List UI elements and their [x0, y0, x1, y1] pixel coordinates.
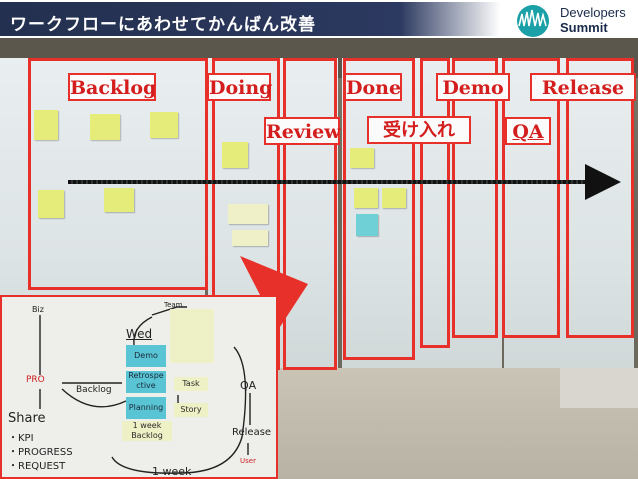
label-demo: Demo	[436, 73, 510, 101]
release-column	[566, 58, 634, 338]
label-backlog: Backlog	[68, 73, 156, 101]
inset-retro-note: Retrospe ctive	[126, 371, 166, 393]
inset-qa: QA	[240, 379, 257, 392]
label-acceptance: 受け入れ	[367, 116, 471, 144]
sticky-note	[382, 188, 406, 208]
sketch-lines	[39, 306, 251, 474]
callout-pointer-icon	[240, 256, 308, 330]
developers-summit-logo: Developers Summit	[508, 4, 638, 38]
inset-release: Release	[232, 427, 272, 438]
inset-team: Team	[164, 301, 183, 309]
inset-pro: PRO	[26, 375, 45, 385]
inset-share: Share	[8, 411, 46, 426]
acceptance-column	[420, 58, 450, 348]
flow-arrow-line	[68, 180, 588, 184]
whiteboard-4	[504, 58, 634, 383]
inset-1week-backlog-note: 1 week Backlog	[122, 421, 172, 441]
logo-line-2: Summit	[560, 20, 608, 35]
qa-column	[502, 58, 560, 338]
label-done: Done	[344, 73, 402, 101]
sticky-note	[350, 148, 374, 168]
sticky-note	[104, 188, 134, 212]
inset-biz: Biz	[32, 305, 44, 314]
sticky-note	[90, 114, 120, 140]
title-bar: ワークフローにあわせてかんばん改善 Developers Summit	[0, 0, 638, 40]
slide-title: ワークフローにあわせてかんばん改善	[10, 15, 316, 35]
demo-column	[452, 58, 498, 338]
inset-demo-note: Demo	[126, 345, 166, 367]
inset-backlog: Backlog	[76, 385, 112, 395]
sticky-note-cyan	[356, 214, 378, 236]
title-band: ワークフローにあわせてかんばん改善	[0, 2, 500, 36]
label-qa: QA	[505, 117, 551, 145]
logo-line-1: Developers	[560, 5, 626, 20]
label-release: Release	[530, 73, 636, 101]
workflow-sketch-inset: Biz Team Wed PRO Backlog Demo Retrospe c…	[0, 295, 278, 479]
sticky-note	[228, 204, 268, 224]
sticky-note	[150, 112, 178, 138]
inset-team-note	[170, 309, 214, 363]
inset-1week: 1 week	[152, 465, 192, 478]
inset-story-note: Story	[174, 403, 208, 417]
inset-task-note: Task	[174, 377, 208, 391]
backlog-column	[28, 58, 208, 290]
sticky-note	[34, 110, 58, 140]
kanban-board-photo: Backlog Doing Review Done 受け入れ Demo QA R…	[0, 38, 638, 479]
inset-request: ・REQUEST	[8, 461, 66, 472]
review-column	[283, 58, 337, 370]
label-review: Review	[264, 117, 341, 145]
sticky-note	[38, 190, 64, 218]
inset-wed: Wed	[126, 327, 153, 341]
done-column	[343, 58, 415, 360]
logo-mark-icon	[517, 5, 549, 37]
label-doing: Doing	[207, 73, 272, 101]
inset-kpi: ・KPI	[8, 433, 34, 444]
sticky-note	[232, 230, 268, 246]
flow-arrow-head-icon	[585, 164, 621, 200]
shelf	[560, 368, 638, 408]
inset-progress: ・PROGRESS	[8, 447, 73, 458]
sticky-note	[354, 188, 378, 208]
inset-user: User	[240, 457, 256, 465]
sticky-note	[222, 142, 248, 168]
inset-planning-note: Planning	[126, 397, 166, 419]
